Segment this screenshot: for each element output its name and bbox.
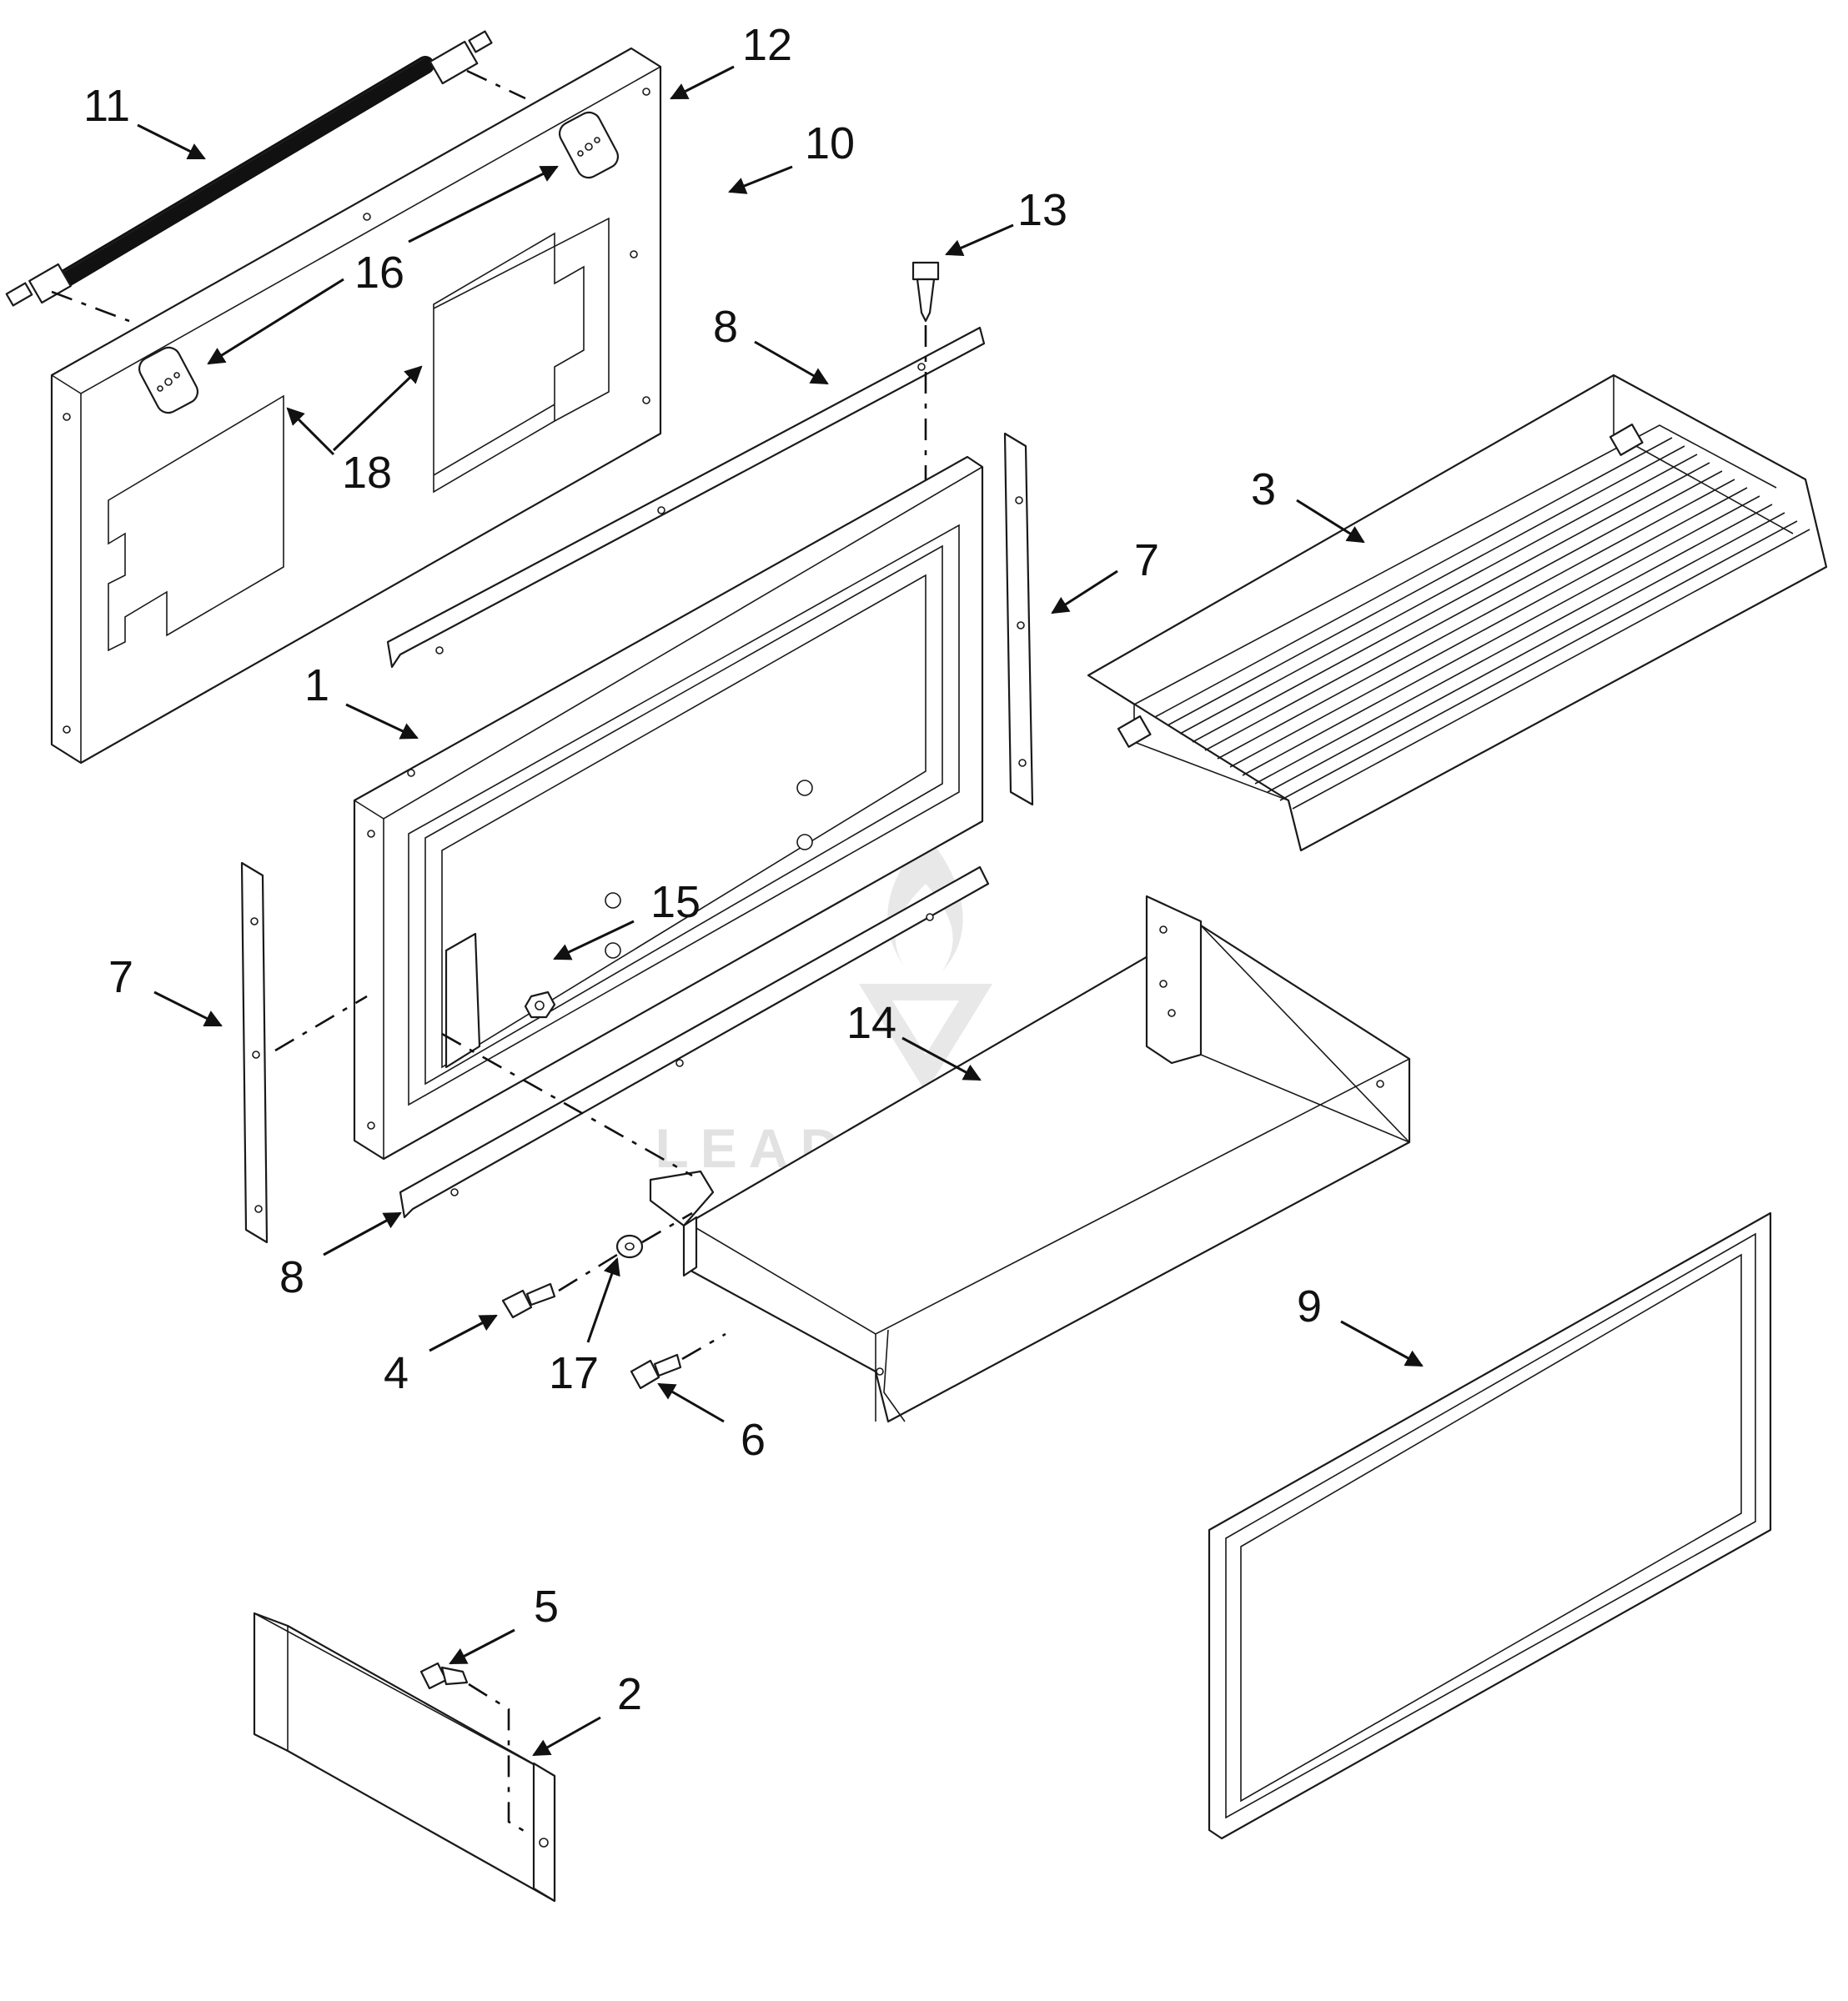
callout-11: 11 — [83, 81, 130, 131]
watermark-flame-logo — [887, 834, 963, 971]
callout-2: 2 — [617, 1669, 642, 1719]
drawer-left-bracket — [649, 1170, 715, 1227]
callout-9: 9 — [1297, 1281, 1322, 1331]
callout-12: 12 — [742, 20, 792, 70]
part-11-tube — [5, 30, 526, 323]
tray-corrugations — [1154, 437, 1810, 810]
part-7-left-strip — [240, 861, 269, 1244]
callout-4: 4 — [384, 1348, 409, 1398]
watermark-v-logo — [859, 984, 992, 1092]
part-2-front-panel — [253, 1612, 556, 1903]
callout-18: 18 — [342, 448, 392, 498]
part-4-screw — [501, 1253, 618, 1319]
insulation-cutout-right — [433, 217, 610, 494]
leader-lines — [137, 65, 1424, 1757]
callout-7-right: 7 — [1134, 535, 1159, 585]
part-8-lower-strip — [399, 865, 990, 1219]
part-14-drawer-box — [441, 895, 1411, 1423]
part-13-screw — [911, 261, 940, 484]
callout-17: 17 — [549, 1348, 599, 1398]
callout-16: 16 — [354, 248, 404, 298]
callout-5: 5 — [534, 1582, 559, 1632]
callout-6: 6 — [741, 1415, 766, 1465]
part-12-back-panel — [50, 47, 662, 765]
callout-labels: 11 12 10 13 16 8 18 3 7 1 15 7 14 8 4 17… — [83, 20, 1322, 1719]
part-5-screw — [419, 1662, 530, 1836]
part-8-upper-strip — [386, 326, 986, 669]
callout-8-lower: 8 — [279, 1252, 304, 1302]
callout-14: 14 — [846, 998, 896, 1048]
part-6-screw — [630, 1332, 726, 1390]
drawer-rear-bracket — [1145, 895, 1203, 1065]
callout-3: 3 — [1251, 464, 1276, 514]
insulation-cutout-left — [108, 394, 284, 652]
callout-8-upper: 8 — [713, 302, 738, 352]
callout-7-left: 7 — [108, 952, 133, 1002]
part-3-tray — [1087, 374, 1828, 852]
frame-latch-block — [444, 932, 481, 1069]
part-7-right-strip — [1003, 432, 1034, 806]
callout-13: 13 — [1017, 185, 1067, 235]
part-9-gasket — [1208, 1211, 1772, 1840]
callout-15: 15 — [650, 877, 701, 927]
callout-1: 1 — [304, 660, 329, 710]
callout-10: 10 — [805, 118, 855, 168]
part-15-nut — [524, 990, 556, 1019]
part-17-washer — [615, 1211, 693, 1259]
part-1-door-frame — [274, 455, 984, 1161]
